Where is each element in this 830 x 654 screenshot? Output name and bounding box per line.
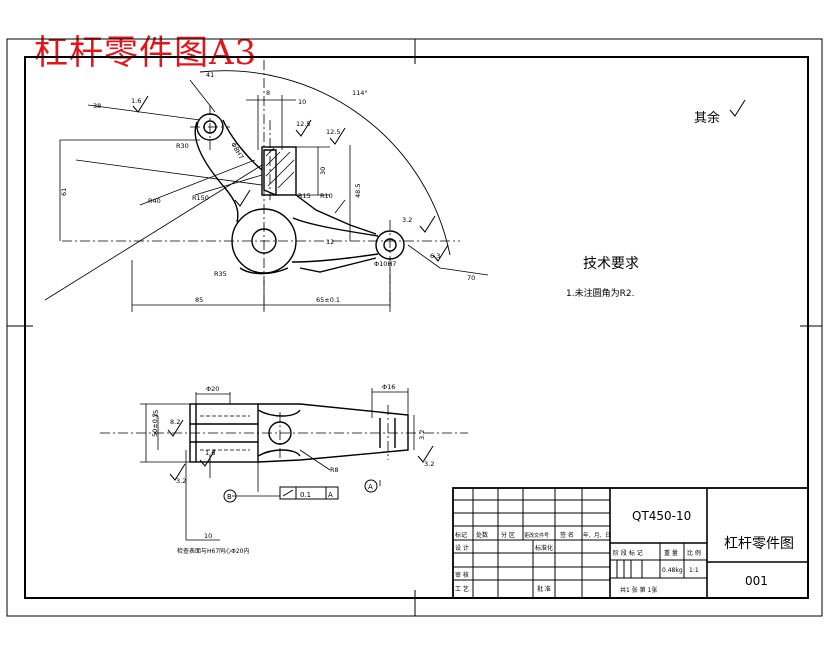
dim-r150: R150 <box>192 194 209 202</box>
dim-3-2c: 3.2 <box>418 430 426 440</box>
role-review: 审 核 <box>455 571 469 579</box>
dim-3-2b: 3.2 <box>424 460 434 468</box>
dim-38: 38 <box>93 102 101 110</box>
dim-10: 10 <box>298 98 306 106</box>
dim-8-2: 8.2 <box>170 418 180 426</box>
hdr-count: 处数 <box>476 531 488 539</box>
dimension-lines-top <box>44 79 489 312</box>
hidden-lines-bottom <box>200 415 250 451</box>
datum-b-label: B <box>227 493 232 501</box>
dim-3-2: 3.2 <box>402 216 412 224</box>
dim-r15: R15 <box>298 192 311 200</box>
hdr-date: 年、月、日 <box>583 531 611 539</box>
dim-r35: R35 <box>214 270 227 278</box>
datum-b-circle <box>223 489 237 503</box>
dim-8: 8 <box>266 89 270 97</box>
dim-85: 85 <box>195 296 203 304</box>
dim-phi20: Φ20 <box>206 385 219 393</box>
title-block-roles: 设 计 标准化 审 核 工 艺 批 准 阶 段 标 记 重 量 比 例 0.48… <box>455 544 701 594</box>
dim-12-5: 12.5 <box>296 120 310 128</box>
drawing-title: 杠杆零件图A3 <box>34 33 258 73</box>
dim-114: 114° <box>352 89 368 97</box>
dim-1-6b: 1.6 <box>205 449 215 457</box>
dimension-texts-bottom: Φ20 Φ16 50±0.2 8.2 15 3.2 3.2 3.2 R8 1.6… <box>151 383 434 555</box>
role-approve: 批 准 <box>537 585 551 593</box>
center-lines-bottom <box>100 405 468 460</box>
part-name-text: 杠杆零件图 <box>724 536 794 552</box>
inner-border <box>24 56 809 599</box>
roughness-symbols-top <box>132 95 746 262</box>
dim-70: 70 <box>467 274 475 282</box>
title-block-lines <box>452 487 809 599</box>
dim-6-3: 6.3 <box>430 252 440 260</box>
flatness-value: 0.1 <box>300 491 311 499</box>
view-a-circle <box>364 479 378 493</box>
tech-req-heading: 技术要求 <box>583 256 639 272</box>
roughness-symbols-bottom <box>167 419 434 481</box>
hdr-mark: 标记 <box>455 531 467 539</box>
roughness-note: 其余 <box>694 110 720 126</box>
dim-r8: R8 <box>330 466 339 474</box>
angle-arc-114 <box>199 70 451 256</box>
role-standard: 标准化 <box>535 544 553 552</box>
center-marks <box>7 39 822 616</box>
dim-65: 65±0.1 <box>316 296 340 304</box>
dimension-texts-top: 41 114° 8 10 12.5 12.5 30 38 61 48.5 R40… <box>60 71 475 304</box>
dim-phi8h7: Φ8H7 <box>229 141 245 161</box>
dim-phi16: Φ16 <box>382 383 395 391</box>
dim-1-6: 1.6 <box>131 97 141 105</box>
tech-req-item1: 1.未注圆角为R2. <box>566 287 634 299</box>
dim-15: 15 <box>152 410 160 418</box>
dim-48-5: 48.5 <box>354 184 362 198</box>
dim-3-2a: 3.2 <box>176 477 186 485</box>
hdr-zone: 分 区 <box>501 531 515 539</box>
scale-label: 比 例 <box>687 549 701 557</box>
inspection-note: 检查表面与H67同心Φ20内 <box>177 547 250 555</box>
view-a-label: A <box>368 483 373 491</box>
dim-50: 50±0.2 <box>151 413 159 437</box>
drawing-number: 001 <box>745 574 768 588</box>
scale-value: 1:1 <box>689 567 699 574</box>
dim-12-5b: 12.5 <box>326 128 340 136</box>
dim-61: 61 <box>60 188 68 196</box>
hdr-sign: 签 名 <box>560 531 574 539</box>
dim-r30: R30 <box>176 142 189 150</box>
role-design: 设 计 <box>455 544 469 552</box>
weight-value: 0.48kg <box>662 567 683 574</box>
material-text: QT450-10 <box>632 509 691 523</box>
sheet-count: 共1 张 第 1张 <box>620 586 657 594</box>
hdr-change-doc: 更改文件号 <box>524 532 549 539</box>
weight-label: 重 量 <box>664 549 678 557</box>
flatness-datum: A <box>328 491 333 499</box>
dim-r10: R10 <box>320 192 333 200</box>
dim-phi10h7: Φ10H7 <box>374 260 396 268</box>
stage-label: 阶 段 标 记 <box>613 549 643 557</box>
title-block-header-row: 标记 处数 分 区 更改文件号 签 名 年、月、日 <box>455 531 611 539</box>
dim-30: 30 <box>319 167 327 175</box>
role-craft: 工 艺 <box>455 585 469 593</box>
dim-r40: R40 <box>148 197 161 205</box>
dim-10-bottom: 10 <box>204 532 212 540</box>
dimension-lines-bottom <box>140 388 415 541</box>
dim-12: 12 <box>326 238 334 246</box>
dim-41: 41 <box>206 71 214 79</box>
flatness-frame <box>279 486 339 500</box>
